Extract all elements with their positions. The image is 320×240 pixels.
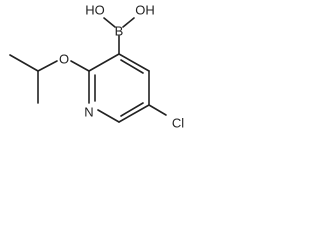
bond-ring-c3-c4 — [118, 53, 150, 72]
bond-ring-c6-n — [97, 109, 120, 123]
bond-b-oh-left — [103, 17, 116, 28]
bond-ring-inner-c5-c6 — [120, 102, 144, 117]
bond-ring-inner-c3-c4 — [120, 59, 144, 74]
boron-label: B — [115, 24, 124, 39]
bond-c2-o — [70, 60, 90, 72]
hydroxyl-right-label: OH — [135, 3, 155, 18]
chemical-structure: HO OH B O N Cl — [9, 3, 184, 131]
molecule-canvas: HO OH B O N Cl — [0, 0, 222, 158]
ring-nitrogen-label: N — [84, 105, 93, 120]
bond-c-cl — [148, 104, 167, 116]
ether-oxygen-label: O — [59, 52, 69, 67]
bond-ch-methyl-up — [9, 54, 39, 72]
bond-ring-c5-c6 — [118, 104, 150, 123]
hydroxyl-left-label: HO — [85, 3, 105, 18]
bond-o-ch — [37, 60, 58, 72]
chlorine-label: Cl — [172, 116, 184, 131]
bond-b-oh-right — [122, 17, 135, 28]
bond-ring-c3-c2 — [88, 53, 120, 72]
